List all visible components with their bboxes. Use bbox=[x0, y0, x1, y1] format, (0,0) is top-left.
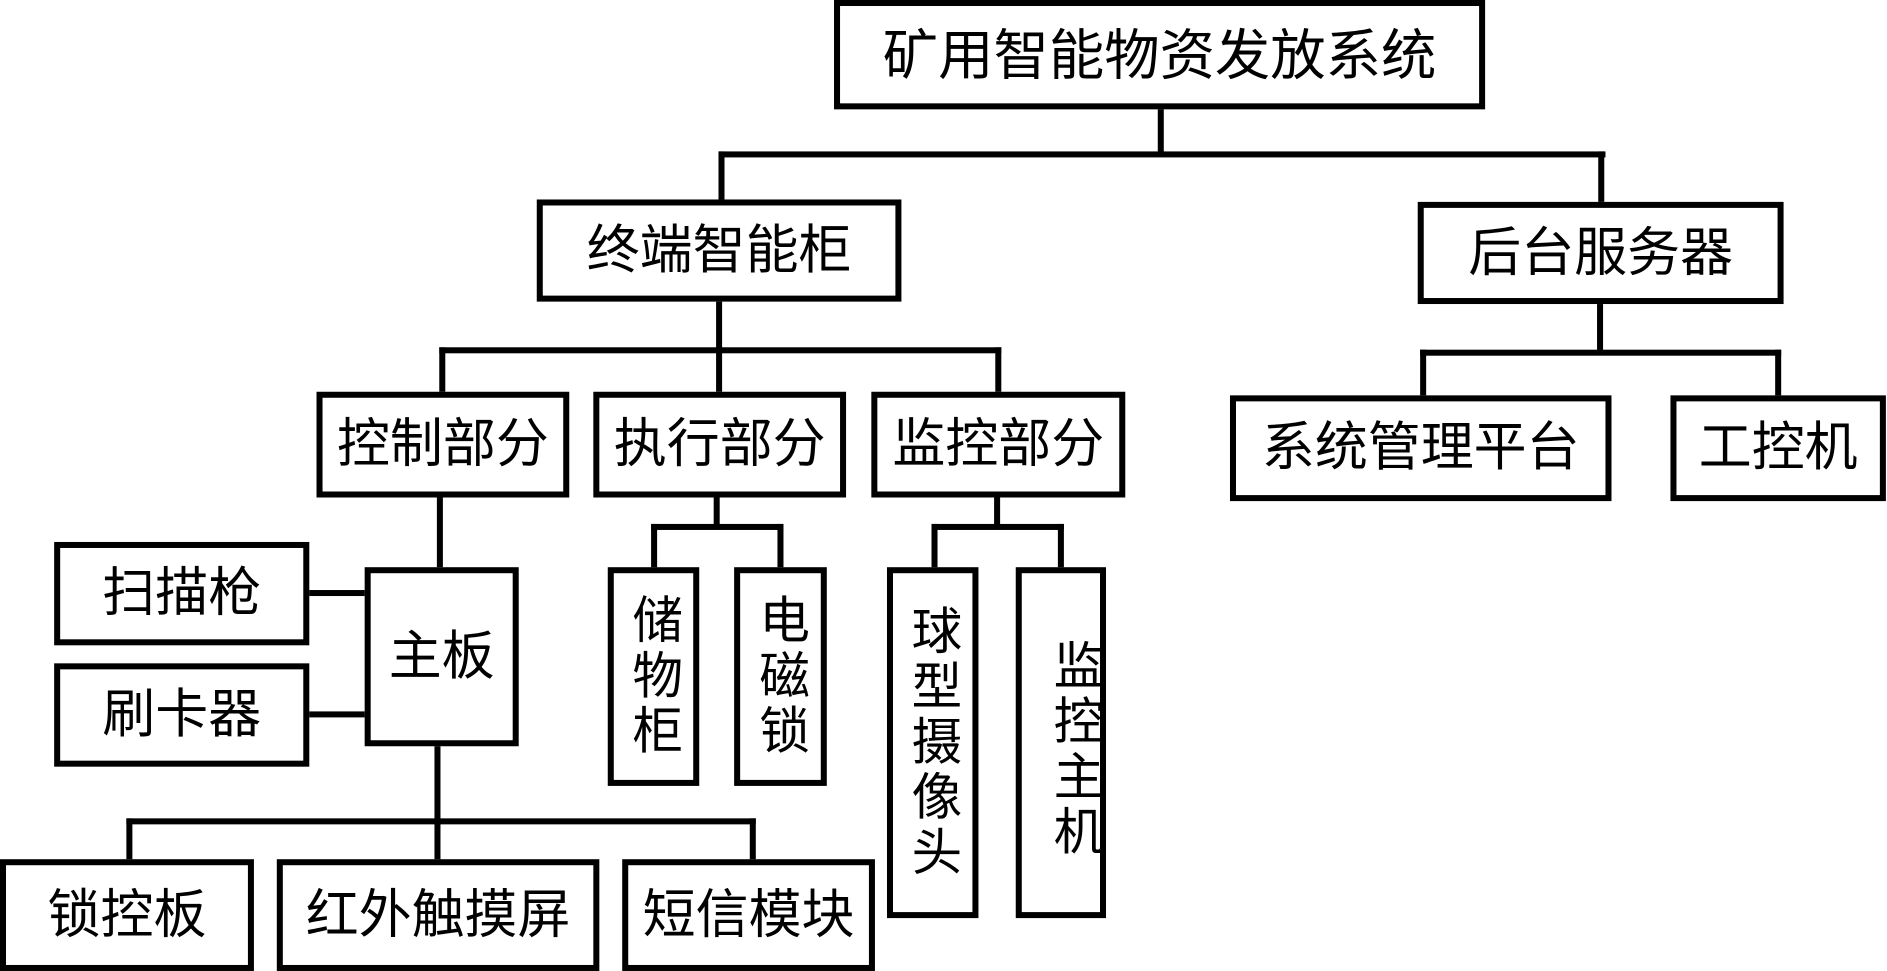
connector-execute-down bbox=[713, 493, 720, 529]
connector-to-control bbox=[439, 347, 446, 396]
connector-mainboard-bus bbox=[126, 818, 756, 825]
node-root: 矿用智能物资发放系统 bbox=[834, 0, 1486, 110]
node-terminal-cabinet: 终端智能柜 bbox=[536, 199, 902, 302]
connector-scanner-mainboard bbox=[305, 590, 369, 597]
node-sms-module-label: 短信模块 bbox=[642, 883, 855, 946]
node-monitor-host: 监控主机 bbox=[1015, 567, 1107, 919]
node-execute-part-label: 执行部分 bbox=[613, 413, 826, 475]
node-monitor-part-label: 监控部分 bbox=[892, 413, 1105, 475]
node-execute-part: 执行部分 bbox=[593, 391, 847, 498]
connector-monitor-down bbox=[994, 493, 1001, 529]
connector-execute-bus bbox=[651, 523, 784, 530]
connector-control-to-mainboard bbox=[436, 493, 443, 571]
node-lock-board-label: 锁控板 bbox=[47, 883, 207, 946]
node-magnetic-lock-label: 电磁锁 bbox=[751, 593, 811, 760]
node-mainboard: 主板 bbox=[364, 567, 519, 747]
connector-mainboard-down bbox=[434, 742, 441, 824]
connector-server-bus bbox=[1420, 349, 1782, 356]
connector-to-terminal bbox=[718, 151, 725, 204]
node-dome-camera-label: 球型摄像头 bbox=[903, 604, 963, 881]
node-scanner: 扫描枪 bbox=[54, 541, 310, 646]
connector-root-down bbox=[1157, 105, 1164, 157]
node-backend-server-label: 后台服务器 bbox=[1468, 221, 1734, 284]
node-industrial-pc-label: 工控机 bbox=[1698, 416, 1858, 479]
node-sms-module: 短信模块 bbox=[622, 859, 875, 971]
node-control-part: 控制部分 bbox=[316, 391, 570, 498]
node-terminal-cabinet-label: 终端智能柜 bbox=[586, 219, 852, 281]
connector-root-bus bbox=[718, 151, 1606, 158]
node-mainboard-label: 主板 bbox=[388, 625, 495, 687]
node-dome-camera: 球型摄像头 bbox=[886, 567, 979, 919]
node-industrial-pc: 工控机 bbox=[1670, 395, 1886, 502]
connector-to-camera bbox=[931, 523, 938, 571]
connector-to-monitor bbox=[995, 347, 1002, 396]
node-card-reader-label: 刷卡器 bbox=[102, 683, 262, 746]
connector-to-ipc bbox=[1775, 349, 1782, 399]
node-lock-board: 锁控板 bbox=[0, 859, 254, 971]
node-scanner-label: 扫描枪 bbox=[102, 562, 262, 624]
node-management-platform-label: 系统管理平台 bbox=[1261, 416, 1580, 479]
node-management-platform: 系统管理平台 bbox=[1229, 395, 1612, 502]
node-monitor-part: 监控部分 bbox=[871, 391, 1126, 498]
node-card-reader: 刷卡器 bbox=[54, 663, 310, 767]
connector-monitor-bus bbox=[931, 523, 1064, 530]
connector-to-touchscreen bbox=[434, 818, 441, 862]
node-magnetic-lock: 电磁锁 bbox=[734, 567, 827, 786]
node-monitor-host-label: 监控主机 bbox=[1045, 639, 1105, 861]
node-control-part-label: 控制部分 bbox=[336, 413, 549, 475]
connector-to-locker bbox=[651, 523, 658, 571]
connector-to-lock-board bbox=[126, 818, 133, 862]
connector-to-platform bbox=[1420, 349, 1427, 399]
connector-to-magnetic-lock bbox=[777, 523, 784, 571]
node-touchscreen-label: 红外触摸屏 bbox=[305, 883, 571, 946]
connector-to-execute bbox=[716, 347, 723, 396]
connector-terminal-down bbox=[716, 298, 723, 353]
node-backend-server: 后台服务器 bbox=[1417, 201, 1784, 305]
connector-server-down bbox=[1597, 300, 1604, 355]
connector-to-monitor-host bbox=[1057, 523, 1064, 571]
node-locker-label: 储物柜 bbox=[624, 593, 684, 760]
connector-cardreader-mainboard bbox=[305, 711, 369, 718]
node-root-label: 矿用智能物资发放系统 bbox=[882, 22, 1437, 88]
connector-to-server bbox=[1598, 151, 1605, 206]
node-touchscreen: 红外触摸屏 bbox=[276, 859, 600, 971]
connector-to-sms bbox=[749, 818, 756, 862]
node-locker: 储物柜 bbox=[607, 567, 700, 786]
